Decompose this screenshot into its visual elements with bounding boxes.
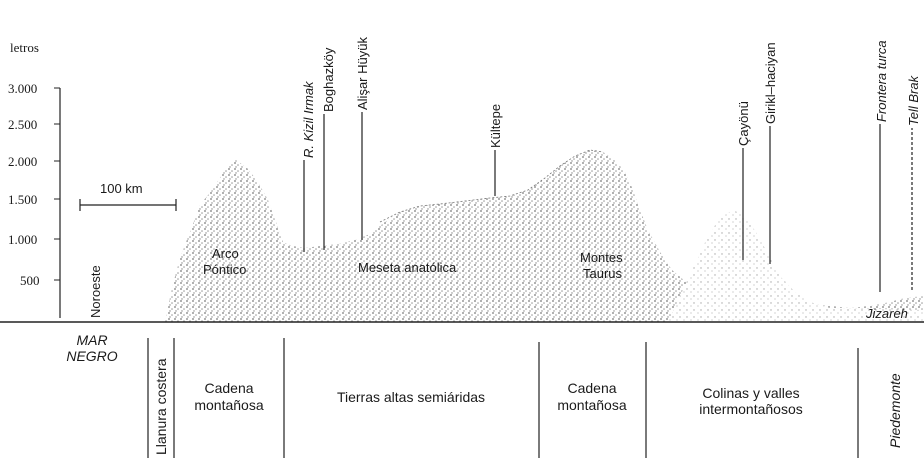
region-label-meseta: Meseta anatólica	[358, 260, 457, 275]
region-label-montes-line2: Taurus	[583, 266, 623, 281]
region-label-montes-line1: Montes	[580, 250, 623, 265]
zone-label-piedemonte: Piedemonte	[887, 373, 903, 448]
y-tick-label: 500	[20, 273, 40, 288]
site-label-boghazkoy: Boghazköy	[321, 47, 336, 112]
y-tick-label: 3.000	[8, 81, 37, 96]
site-label-kultepe: Kültepe	[488, 104, 503, 148]
zone-label-colinas-line2: intermontañosos	[699, 401, 803, 417]
sea-label: MAR NEGRO	[66, 332, 117, 364]
site-markers: R. Kizil Irmak Boghazköy Alişar Hüyük Kü…	[301, 37, 921, 292]
sea-label-line1: MAR	[76, 332, 107, 348]
terrain-foothills	[668, 210, 924, 322]
y-axis-unit-label: letros	[10, 40, 39, 55]
region-label-arco-line1: Arco	[212, 246, 239, 261]
scale-bar: 100 km	[79, 181, 177, 211]
site-label-girikihaciyan: Girikl–haciyan	[763, 42, 778, 124]
terrain-ridge-line	[379, 149, 604, 223]
y-tick-label: 2.000	[8, 154, 37, 169]
site-label-tell-brak: Tell Brak	[906, 74, 921, 126]
zone-label-cadena1-line1: Cadena	[204, 380, 253, 396]
y-tick-label: 2.500	[8, 117, 37, 132]
zone-label-tierras: Tierras altas semiáridas	[337, 389, 485, 405]
y-axis: letros 3.000 2.500 2.000 1.500 1.000 500	[8, 40, 61, 318]
sea-label-line2: NEGRO	[66, 348, 117, 364]
region-labels: Arco Póntico Meseta anatólica Montes Tau…	[203, 246, 908, 321]
zone-label-cadena1-line2: montañosa	[194, 397, 263, 413]
region-label-arco-line2: Póntico	[203, 262, 246, 277]
site-label-kizil-irmak: R. Kizil Irmak	[301, 80, 316, 158]
zone-label-llanura: Llanura costera	[153, 358, 169, 455]
scale-bar-label: 100 km	[100, 181, 143, 196]
zone-dividers	[147, 338, 859, 458]
y-tick-label: 1.000	[8, 232, 37, 247]
zone-labels: Llanura costera Cadena montañosa Tierras…	[153, 358, 903, 455]
site-label-cayonu: Çayönü	[736, 101, 751, 146]
zone-label-cadena2-line1: Cadena	[567, 380, 616, 396]
direction-label: Noroeste	[88, 265, 103, 318]
region-label-jizareh: Jizareh	[865, 306, 908, 321]
y-tick-label: 1.500	[8, 192, 37, 207]
zone-label-colinas-line1: Colinas y valles	[702, 385, 799, 401]
zone-label-cadena2-line2: montañosa	[557, 397, 626, 413]
site-label-alisar: Alişar Hüyük	[355, 37, 370, 110]
site-label-frontera: Frontera turca	[874, 40, 889, 122]
terrain-profile	[165, 150, 924, 322]
